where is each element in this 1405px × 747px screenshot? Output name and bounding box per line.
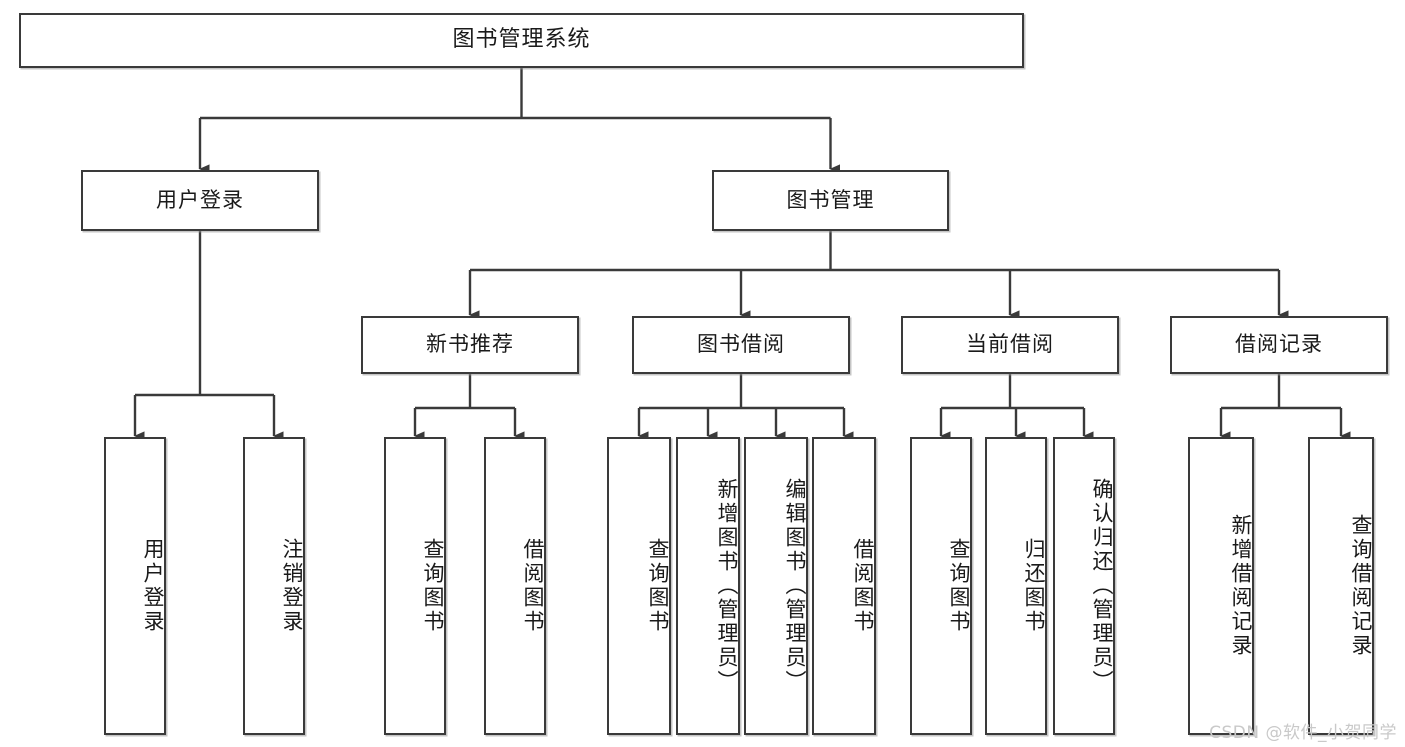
node-leaf-add-book[interactable]: 新增图书（管理员）	[676, 437, 740, 735]
watermark-label: CSDN @软件_小贺同学	[1209, 723, 1397, 743]
node-leaf-borrow-book-1[interactable]: 借阅图书	[484, 437, 546, 735]
node-leaf-user-logout[interactable]: 注销登录	[243, 437, 305, 735]
node-leaf-edit-book[interactable]: 编辑图书（管理员）	[744, 437, 808, 735]
node-borrow-record[interactable]: 借阅记录	[1170, 316, 1388, 374]
node-new-book-rec[interactable]: 新书推荐	[361, 316, 579, 374]
node-user-login[interactable]: 用户登录	[81, 170, 319, 231]
node-book-manage[interactable]: 图书管理	[712, 170, 949, 231]
node-leaf-query-book-1[interactable]: 查询图书	[384, 437, 446, 735]
node-root-system[interactable]: 图书管理系统	[19, 13, 1024, 68]
node-leaf-borrow-book-2[interactable]: 借阅图书	[812, 437, 876, 735]
node-leaf-query-book-2[interactable]: 查询图书	[607, 437, 671, 735]
node-leaf-add-record[interactable]: 新增借阅记录	[1188, 437, 1254, 735]
node-leaf-return-book[interactable]: 归还图书	[985, 437, 1047, 735]
node-current-borrow[interactable]: 当前借阅	[901, 316, 1119, 374]
node-book-borrow[interactable]: 图书借阅	[632, 316, 850, 374]
node-leaf-user-login[interactable]: 用户登录	[104, 437, 166, 735]
node-leaf-query-book-3[interactable]: 查询图书	[910, 437, 972, 735]
tree-connectors	[133, 68, 1351, 441]
node-leaf-confirm-return[interactable]: 确认归还（管理员）	[1053, 437, 1115, 735]
node-leaf-query-record[interactable]: 查询借阅记录	[1308, 437, 1374, 735]
